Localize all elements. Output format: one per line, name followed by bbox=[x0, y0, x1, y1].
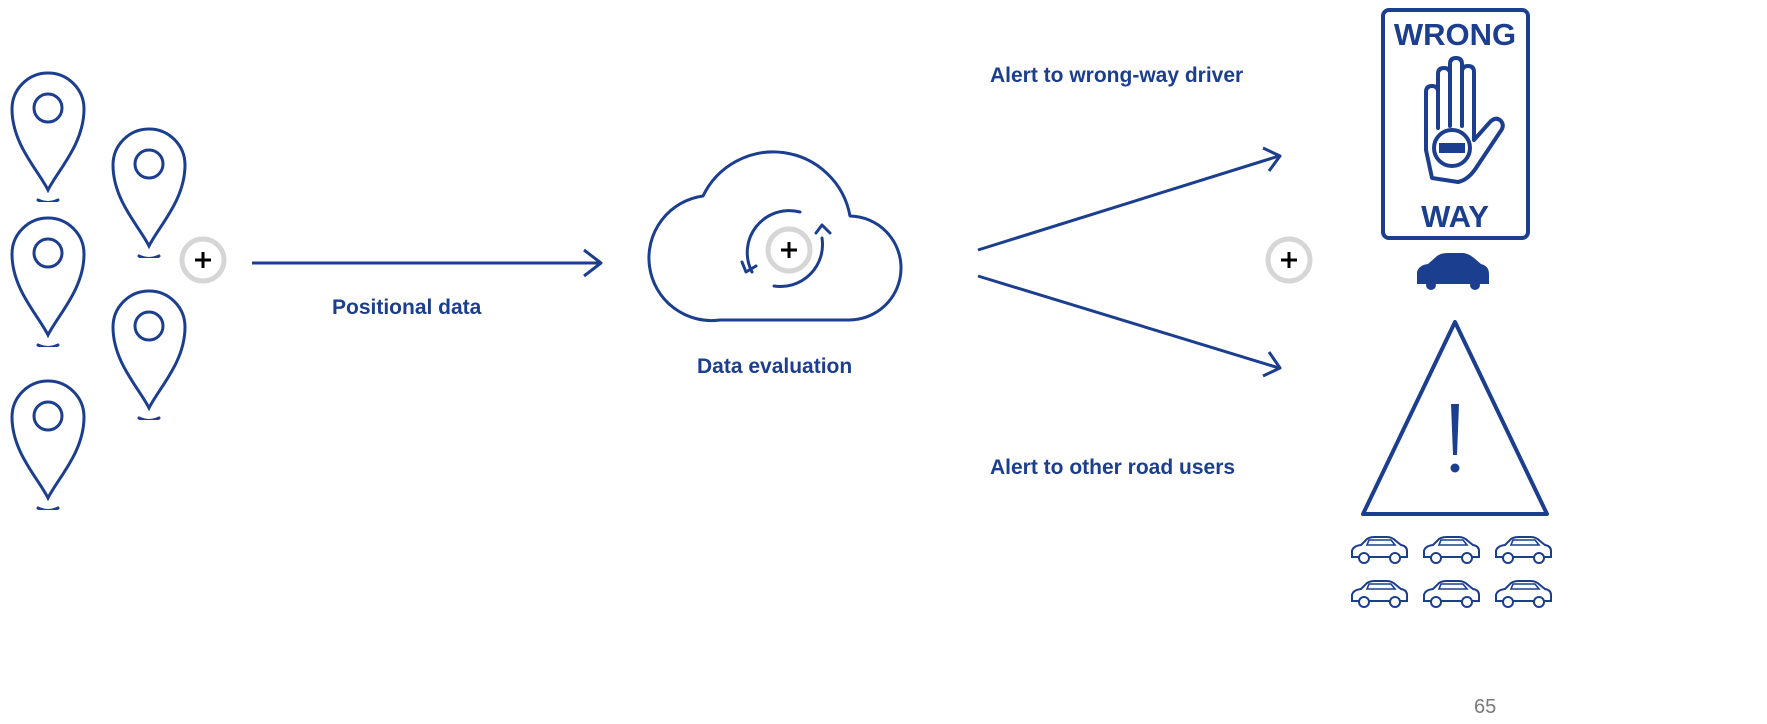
car-outline-icon bbox=[1423, 536, 1480, 564]
location-pin-icon bbox=[111, 289, 187, 420]
sign-top-text: WRONG bbox=[1394, 17, 1516, 52]
car-outline-icon bbox=[1495, 580, 1552, 608]
refresh-icon bbox=[740, 209, 832, 288]
cloud-icon bbox=[647, 150, 903, 323]
warning-triangle-icon bbox=[1361, 320, 1549, 516]
car-group bbox=[1351, 536, 1552, 608]
alert-others-label: Alert to other road users bbox=[990, 456, 1236, 479]
alert-arrows bbox=[977, 146, 1282, 378]
positional-arrow bbox=[252, 248, 603, 278]
plus-icon[interactable] bbox=[182, 239, 224, 281]
location-pin-icon bbox=[10, 71, 86, 202]
location-pins bbox=[10, 71, 187, 510]
page-number: 65 bbox=[1474, 696, 1497, 718]
positional-data-label: Positional data bbox=[332, 296, 482, 319]
alert-driver-label: Alert to wrong-way driver bbox=[990, 64, 1244, 87]
wrong-way-sign-icon: WRONG WAY bbox=[1381, 8, 1530, 240]
sign-bottom-text: WAY bbox=[1421, 199, 1489, 234]
car-icon bbox=[1417, 253, 1489, 290]
plus-icon[interactable] bbox=[768, 229, 810, 271]
no-entry-icon bbox=[1432, 128, 1472, 168]
plus-icon[interactable] bbox=[1268, 239, 1310, 281]
car-outline-icon bbox=[1495, 536, 1552, 564]
car-outline-icon bbox=[1423, 580, 1480, 608]
location-pin-icon bbox=[10, 216, 86, 347]
hand-icon bbox=[1424, 56, 1505, 184]
data-evaluation-label: Data evaluation bbox=[697, 355, 853, 378]
location-pin-icon bbox=[111, 127, 187, 258]
location-pin-icon bbox=[10, 379, 86, 510]
car-outline-icon bbox=[1351, 580, 1408, 608]
car-outline-icon bbox=[1351, 536, 1408, 564]
